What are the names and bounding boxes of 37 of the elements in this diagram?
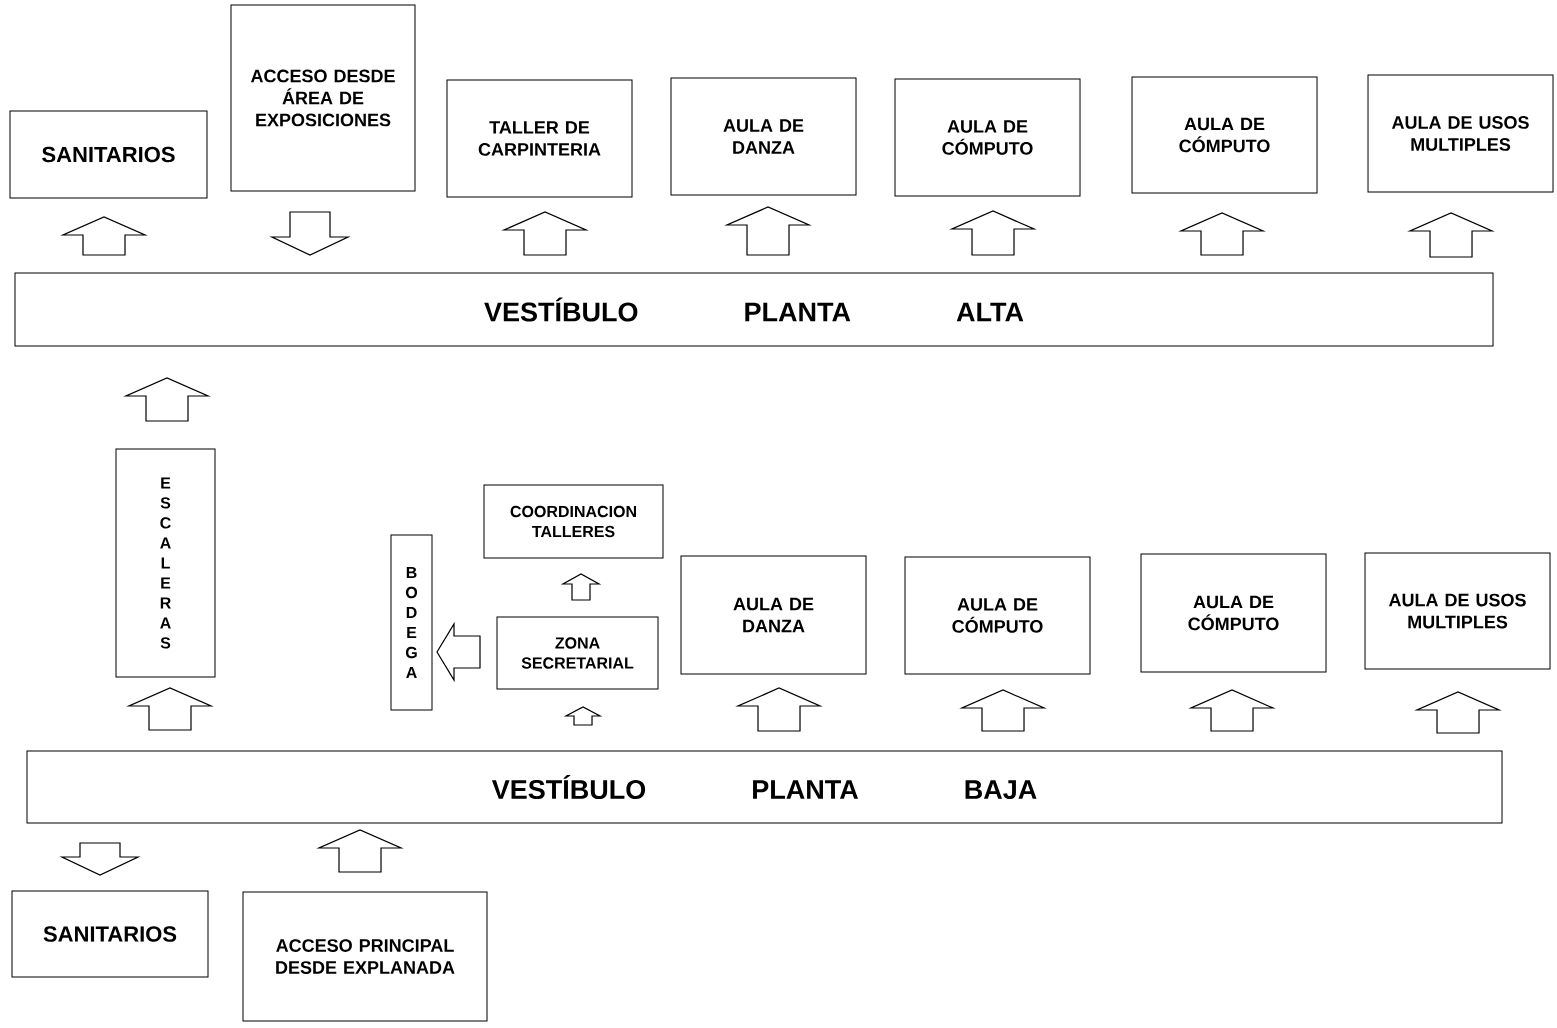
room-box: AULA DE DANZA [670, 77, 857, 196]
block-arrow [735, 687, 823, 732]
room-box: AULA DE USOS MULTIPLES [1367, 74, 1554, 193]
block-arrow [436, 621, 481, 683]
vertical-label-box: ESCALERAS [115, 448, 216, 678]
room-box: SANITARIOS [9, 110, 208, 199]
lobby-band: VESTÍBULO PLANTA ALTA [14, 272, 1494, 347]
block-arrow [126, 687, 214, 731]
room-box: ACCESO DESDE ÁREA DE EXPOSICIONES [230, 4, 416, 192]
room-box: TALLER DE CARPINTERIA [446, 79, 633, 198]
block-arrow [59, 842, 141, 876]
room-box: AULA DE CÓMPUTO [904, 556, 1091, 675]
room-box: AULA DE CÓMPUTO [1140, 553, 1327, 673]
block-arrow [1178, 212, 1266, 256]
block-arrow [949, 210, 1037, 256]
block-arrow [959, 689, 1047, 732]
block-arrow [501, 211, 589, 256]
vertical-label-box: BODEGA [390, 534, 433, 711]
block-arrow [60, 216, 148, 256]
block-arrow [1188, 689, 1276, 732]
block-arrow [1414, 691, 1502, 734]
block-arrow [1407, 212, 1495, 258]
block-arrow [269, 211, 351, 256]
lobby-band: VESTÍBULO PLANTA BAJA [26, 750, 1503, 824]
room-box: AULA DE DANZA [680, 555, 867, 675]
block-arrow [316, 829, 404, 873]
room-box: COORDINACION TALLERES [483, 484, 664, 559]
room-box: SANITARIOS [11, 890, 209, 978]
room-box: ZONA SECRETARIAL [496, 616, 659, 690]
block-arrow [563, 706, 603, 726]
room-box: AULA DE USOS MULTIPLES [1364, 552, 1551, 670]
room-box: AULA DE CÓMPUTO [1131, 76, 1318, 194]
block-arrow [560, 573, 602, 601]
block-arrow [123, 377, 211, 422]
room-box: AULA DE CÓMPUTO [894, 78, 1081, 197]
room-box: ACCESO PRINCIPAL DESDE EXPLANADA [242, 891, 488, 1022]
block-arrow [724, 206, 812, 256]
